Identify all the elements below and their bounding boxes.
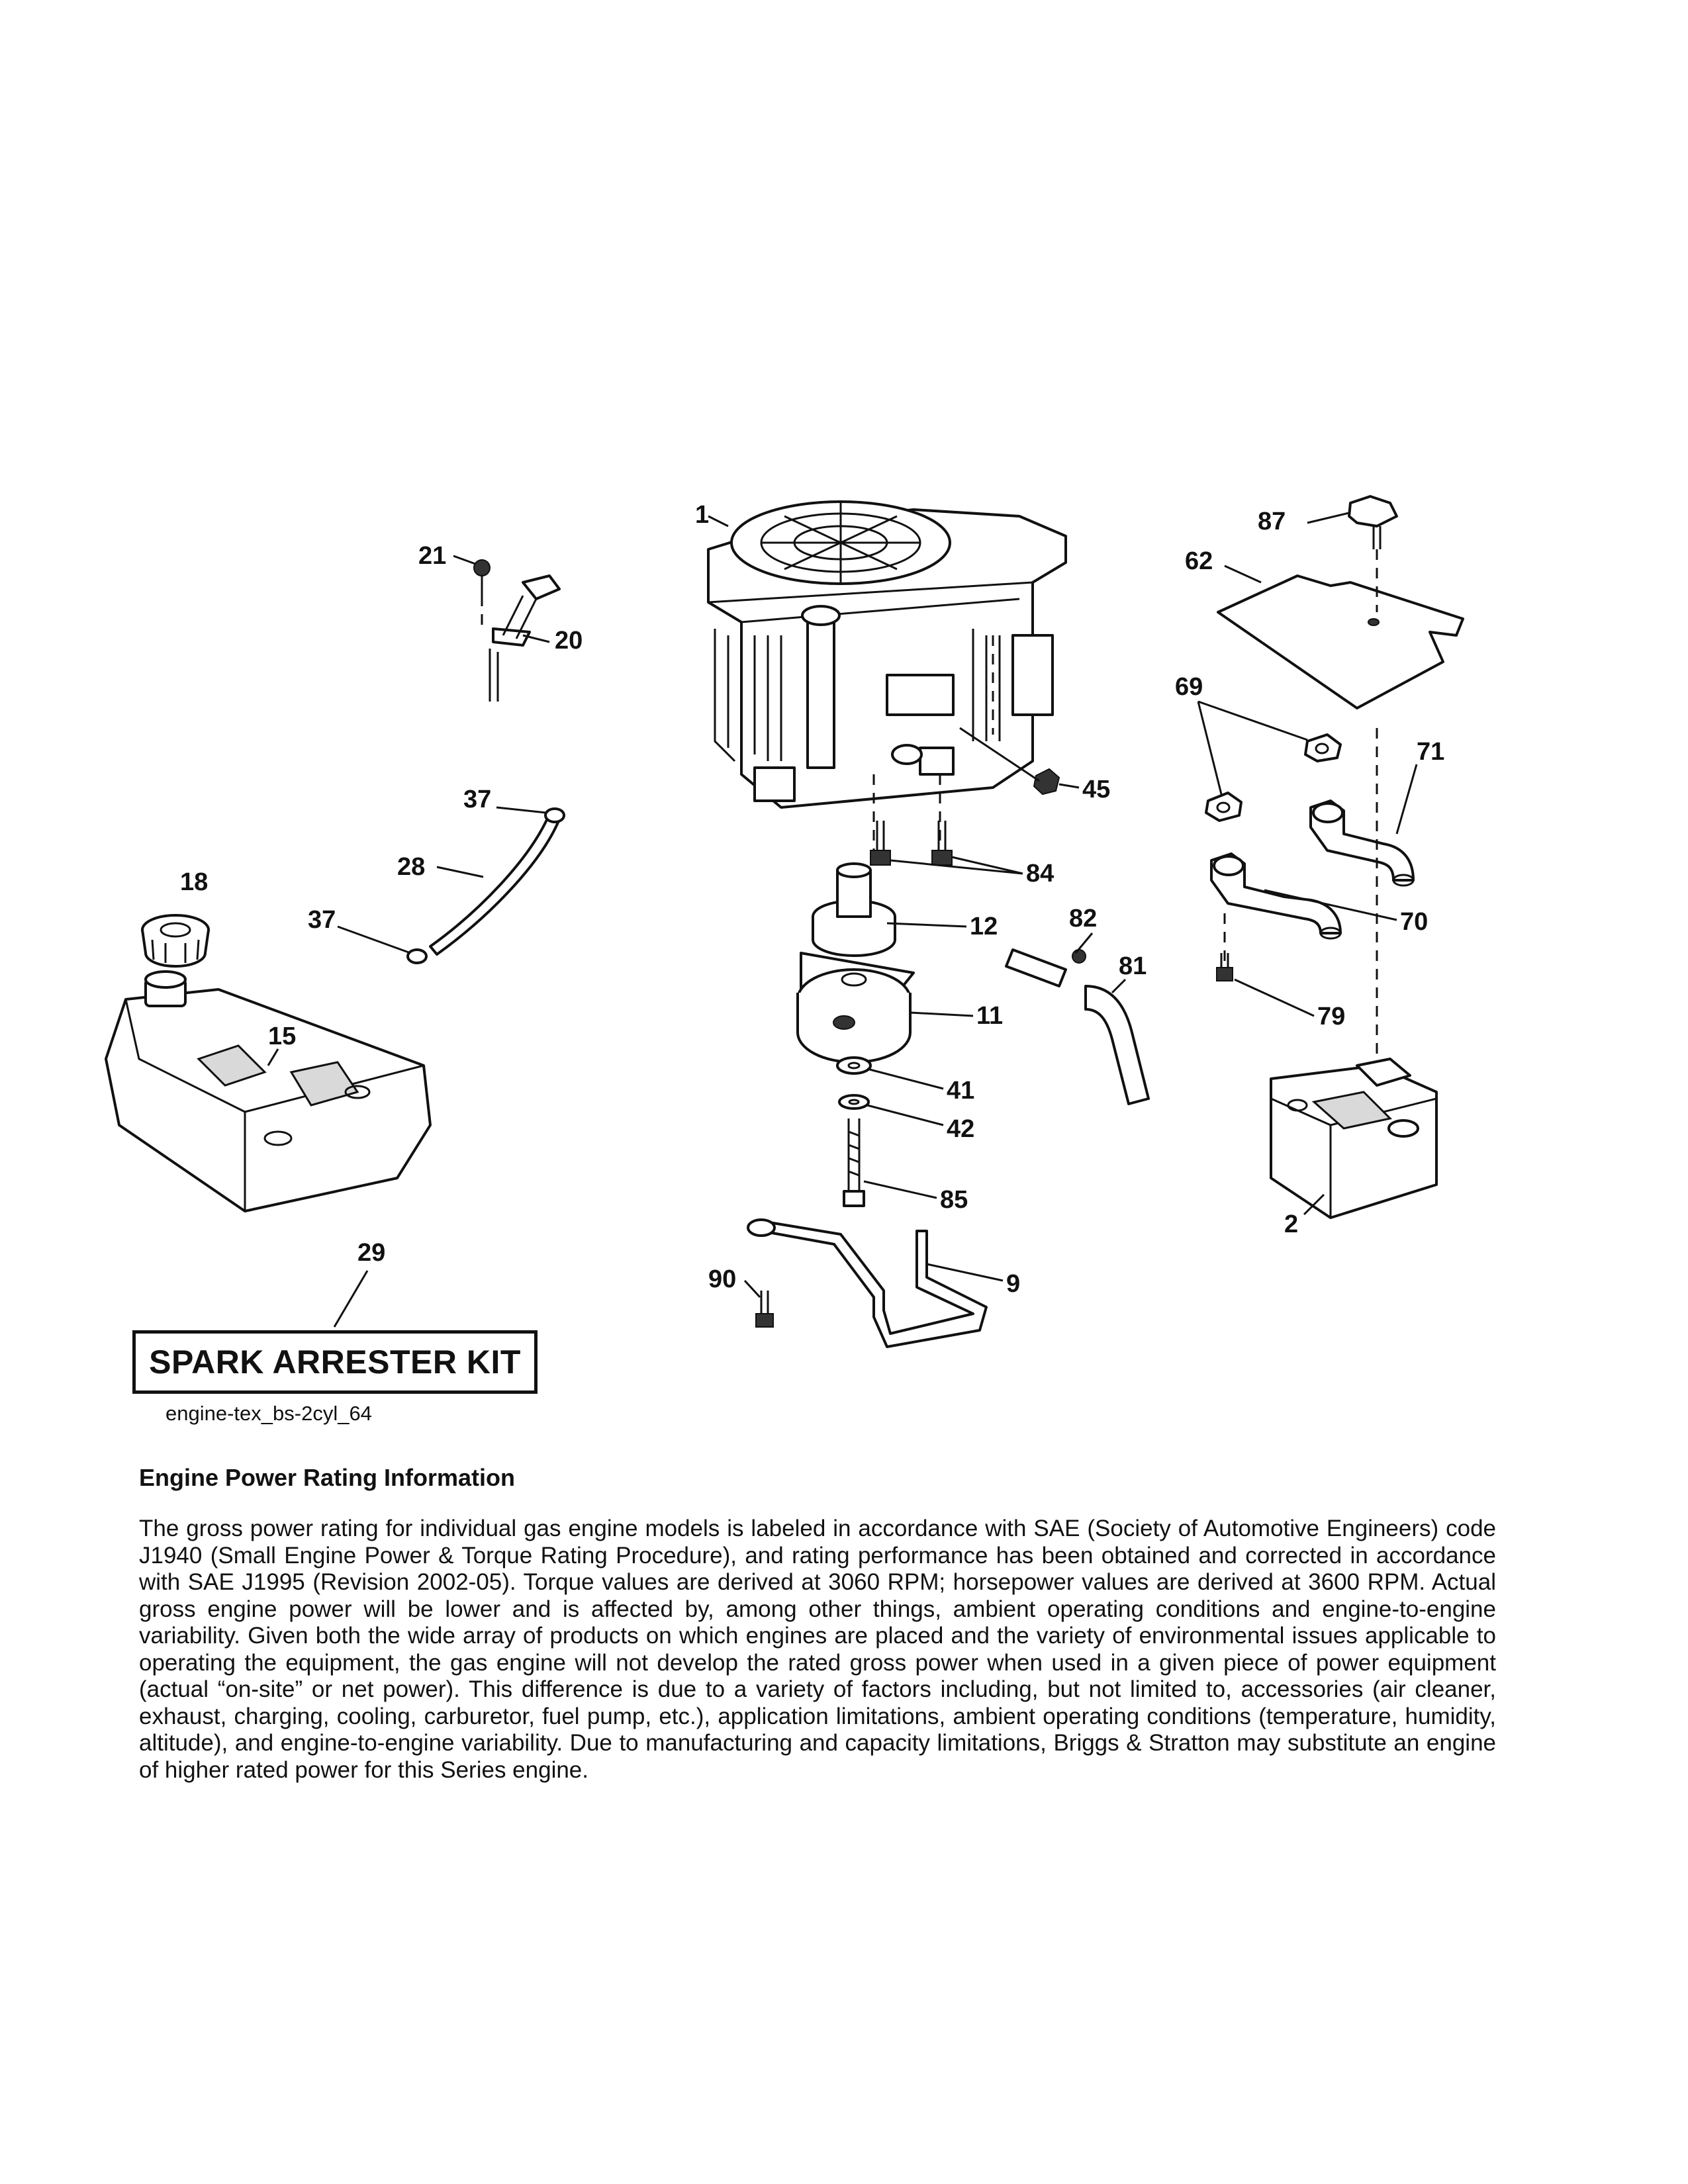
spark-arrester-kit-label: SPARK ARRESTER KIT: [132, 1330, 538, 1394]
callout-87: 87: [1258, 508, 1286, 535]
engine: [707, 500, 1067, 809]
callout-18: 18: [180, 868, 208, 896]
part-11-clutch: [796, 952, 915, 1064]
callout-90: 90: [708, 1265, 736, 1293]
callout-81: 81: [1119, 952, 1147, 980]
part-87-knob: [1348, 495, 1398, 549]
part-62-heat-shield: [1217, 574, 1464, 709]
callout-70: 70: [1400, 908, 1428, 936]
callout-41: 41: [947, 1077, 974, 1105]
callout-20: 20: [555, 627, 583, 655]
part-81-hose: [1084, 985, 1150, 1105]
callout-9: 9: [1006, 1270, 1020, 1298]
part-37-clamp-lower: [406, 948, 428, 964]
part-9-bracket: [747, 1218, 988, 1348]
callout-11: 11: [976, 1002, 1003, 1030]
callout-15: 15: [268, 1023, 296, 1050]
section-body: The gross power rating for individual ga…: [139, 1516, 1496, 1783]
part-20-throttle-control: [489, 574, 561, 702]
part-15-fuel-tank: [105, 970, 432, 1212]
callout-2: 2: [1284, 1210, 1298, 1238]
callout-45: 45: [1082, 776, 1110, 803]
part-37-clamp-upper: [544, 807, 565, 823]
section-title: Engine Power Rating Information: [139, 1464, 516, 1491]
callout-37-upper: 37: [463, 786, 491, 813]
part-21-screw: [473, 559, 491, 596]
part-82-fitting: [1005, 948, 1086, 987]
part-2-muffler: [1270, 1058, 1438, 1219]
part-42-washer: [838, 1094, 870, 1110]
callout-21: 21: [418, 542, 446, 570]
part-45-nut: [1033, 768, 1060, 796]
part-71-exhaust-pipe: [1309, 799, 1415, 887]
callout-69: 69: [1175, 673, 1203, 701]
part-41-washer: [836, 1056, 872, 1075]
callout-1: 1: [695, 501, 709, 529]
parts-diagram: 1 45 84 12 11 41: [105, 495, 1464, 1348]
callout-42: 42: [947, 1115, 974, 1143]
part-69-gaskets: [1205, 733, 1342, 822]
part-90-bolt: [755, 1291, 774, 1328]
callout-84: 84: [1026, 860, 1054, 887]
part-85-bolt: [843, 1118, 865, 1207]
part-18-fuel-cap: [141, 914, 210, 968]
part-28-fuel-line: [429, 813, 561, 956]
callout-28: 28: [397, 853, 425, 881]
part-12-pulley: [812, 862, 896, 957]
callout-29: 29: [357, 1239, 385, 1267]
part-70-exhaust-pipe: [1210, 852, 1342, 940]
callout-37-lower: 37: [308, 906, 336, 934]
part-79-bolt: [1216, 953, 1233, 981]
callout-79: 79: [1317, 1003, 1345, 1030]
callout-12: 12: [970, 913, 998, 940]
callout-71: 71: [1417, 738, 1444, 766]
callout-62: 62: [1185, 547, 1213, 575]
callout-82: 82: [1069, 905, 1097, 933]
drawing-id: engine-tex_bs-2cyl_64: [165, 1402, 372, 1425]
callout-85: 85: [940, 1186, 968, 1214]
part-84-bolts: [870, 821, 953, 866]
